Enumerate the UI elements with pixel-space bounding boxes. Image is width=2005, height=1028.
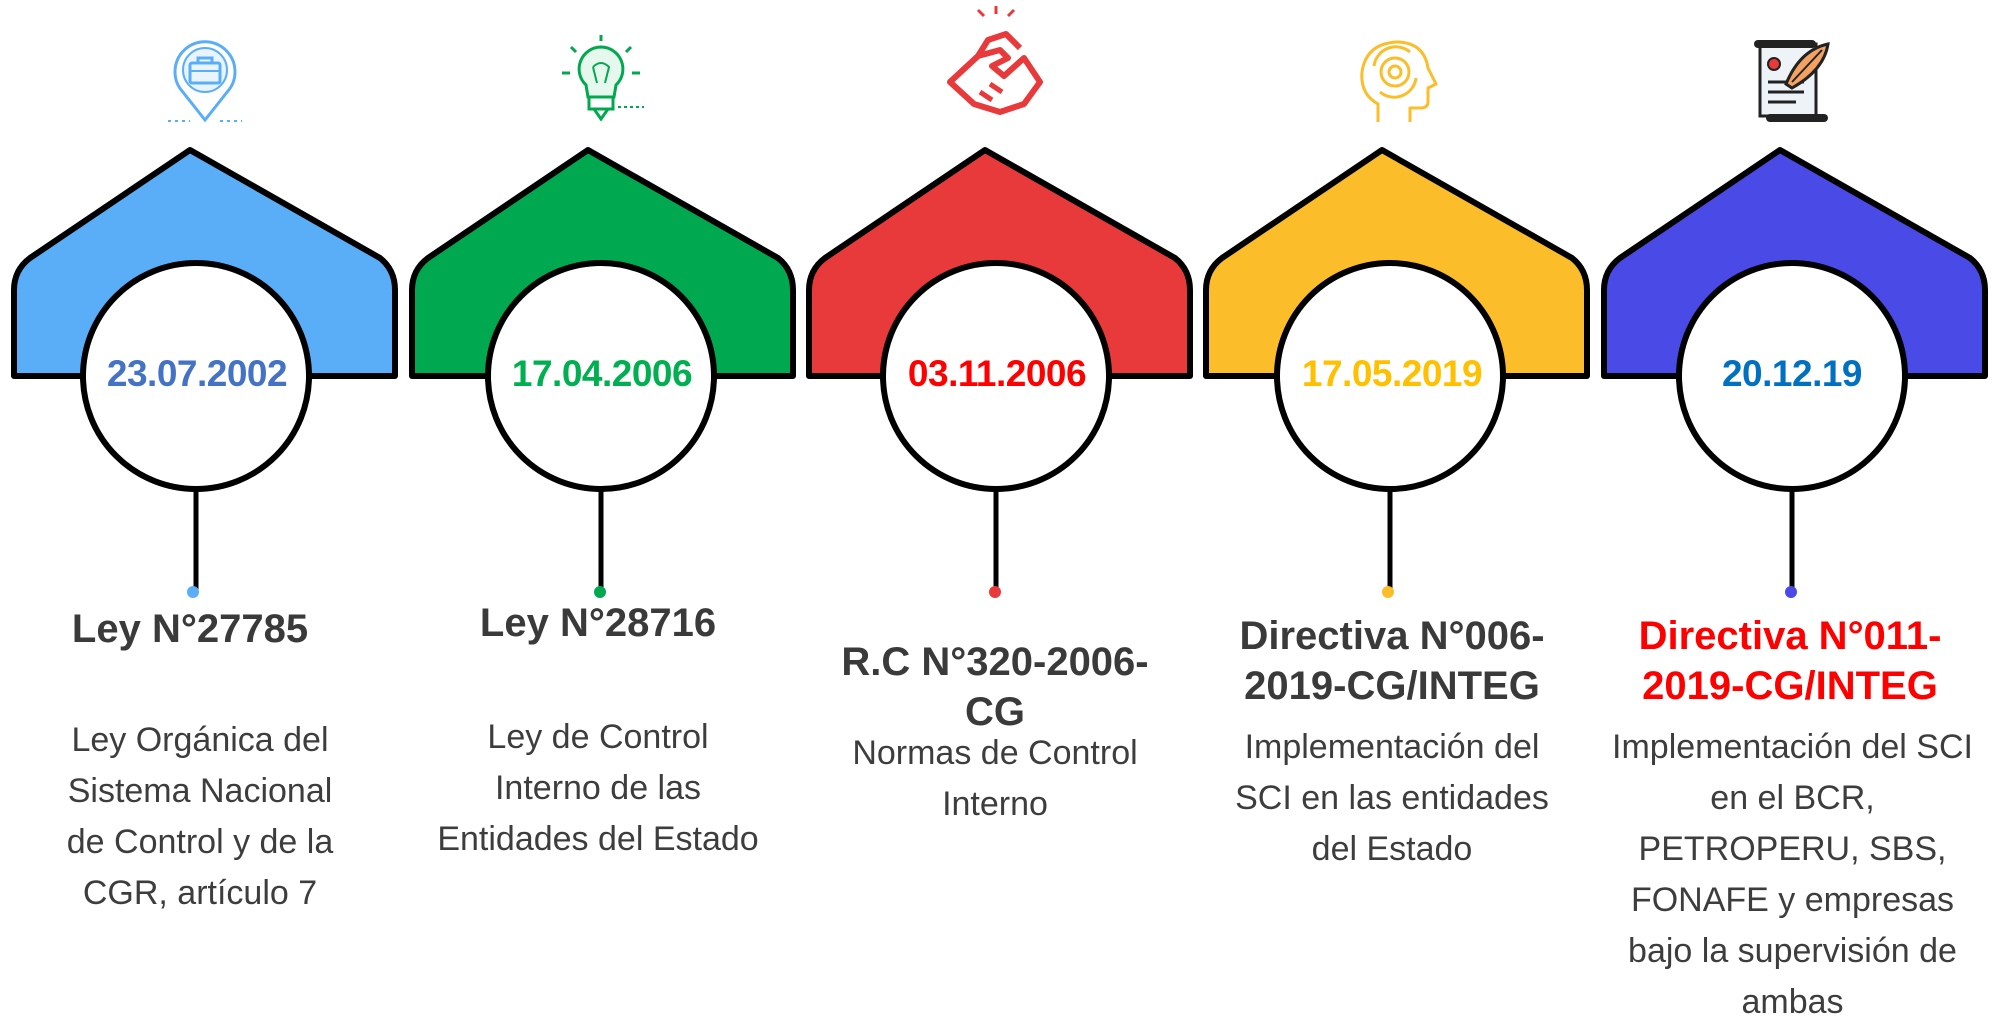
timeline-item-1: 23.07.2002 Ley N°27785 Ley Orgánica del … (0, 0, 400, 974)
title-label: R.C N°320-2006-CG (841, 640, 1149, 734)
head-gear-icon (1360, 40, 1438, 122)
connector-dot (1382, 586, 1394, 598)
date-label: 03.11.2006 (907, 353, 1087, 394)
milestone-shape-1 (11, 147, 398, 598)
title-label: Ley N°28716 (479, 601, 717, 645)
timeline-item-2: 17.04.2006 Ley N°28716 Ley de Control In… (398, 0, 798, 974)
connector-dot (989, 586, 1001, 598)
briefcase-location-pin-icon (168, 40, 242, 123)
scroll-quill-icon (1754, 40, 1830, 122)
milestone-shape-5 (1601, 147, 1988, 598)
date-label: 17.04.2006 (511, 353, 693, 394)
description-text: Implementación del SCI en las entidades … (1235, 728, 1549, 868)
timeline-item-3: 03.11.2006 R.C N°320-2006-CG Normas de C… (795, 0, 1195, 974)
description-text: Ley Orgánica del Sistema Nacional de Con… (66, 721, 334, 912)
handshake-agreement-icon (947, 6, 1043, 115)
date-label: 17.05.2019 (1301, 353, 1483, 394)
connector-dot (187, 586, 199, 598)
title-label: Directiva N°011-2019-CG/INTEG (1638, 614, 1942, 708)
milestone-shape-2 (409, 147, 796, 598)
connector-dot (1785, 586, 1797, 598)
description-text: Implementación del SCI en el BCR, PETROP… (1612, 728, 1973, 1021)
timeline-item-5: 20.12.19 Directiva N°011-2019-CG/INTEG I… (1590, 0, 1990, 1021)
milestone-shape-3 (806, 147, 1193, 598)
title-label: Directiva N°006-2019-CG/INTEG (1239, 614, 1545, 708)
milestone-shape-4 (1203, 147, 1590, 598)
description-text: Ley de Control Interno de las Entidades … (437, 718, 759, 858)
title-label: Ley N°27785 (71, 607, 309, 651)
lightbulb-idea-icon (562, 35, 644, 122)
date-label: 20.12.19 (1721, 353, 1863, 394)
timeline-item-4: 17.05.2019 Directiva N°006-2019-CG/INTEG… (1192, 0, 1592, 974)
description-text: Normas de Control Interno (852, 734, 1138, 823)
date-label: 23.07.2002 (106, 353, 288, 394)
connector-dot (594, 586, 606, 598)
